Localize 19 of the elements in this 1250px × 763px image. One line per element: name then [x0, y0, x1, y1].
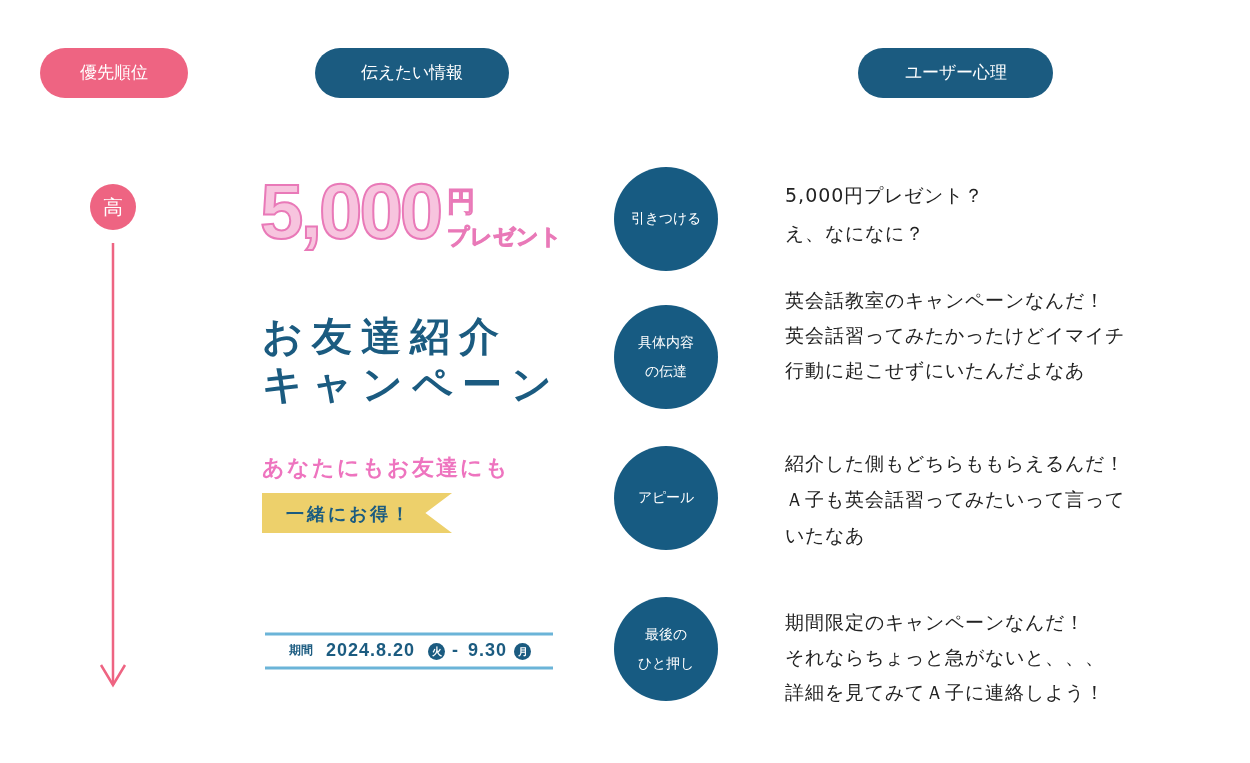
- present-text: プレゼント: [447, 226, 562, 248]
- user-thought-text: 5,000円プレゼント？え、なになに？: [785, 183, 985, 246]
- tagline-text: あなたにもお友達にも: [262, 457, 510, 479]
- ribbon-banner: 一緒にお得！: [262, 493, 452, 533]
- dash-text: -: [452, 641, 458, 659]
- category-pill: ユーザー心理: [858, 48, 1053, 98]
- amount-text: 5,000: [260, 172, 441, 250]
- user-thought-text: 紹介した側もどちらももらえるんだ！Ａ子も英会話習ってみたいって言っていたなあ: [785, 451, 1125, 548]
- category-pill: 優先順位: [40, 48, 188, 98]
- period-label: 期間: [289, 644, 313, 656]
- user-thought-text: 英会話教室のキャンペーンなんだ！英会話習ってみたかったけどイマイチ行動に起こせずにいたんだよなあ: [785, 288, 1125, 383]
- campaign-title: お友達紹介キャンペーン: [262, 312, 561, 408]
- currency-text: 円: [447, 188, 475, 216]
- user-thought-text: 期間限定のキャンペーンなんだ！それならちょっと急がないと、、、詳細を見てみてＡ子に連絡しよう！: [785, 610, 1105, 705]
- weekday-badge: 月: [514, 643, 531, 660]
- category-pill: 伝えたい情報: [315, 48, 509, 98]
- weekday-badge: 火: [428, 643, 445, 660]
- date-text: 2024.8.20: [326, 641, 416, 659]
- date-text: 9.30: [468, 641, 508, 659]
